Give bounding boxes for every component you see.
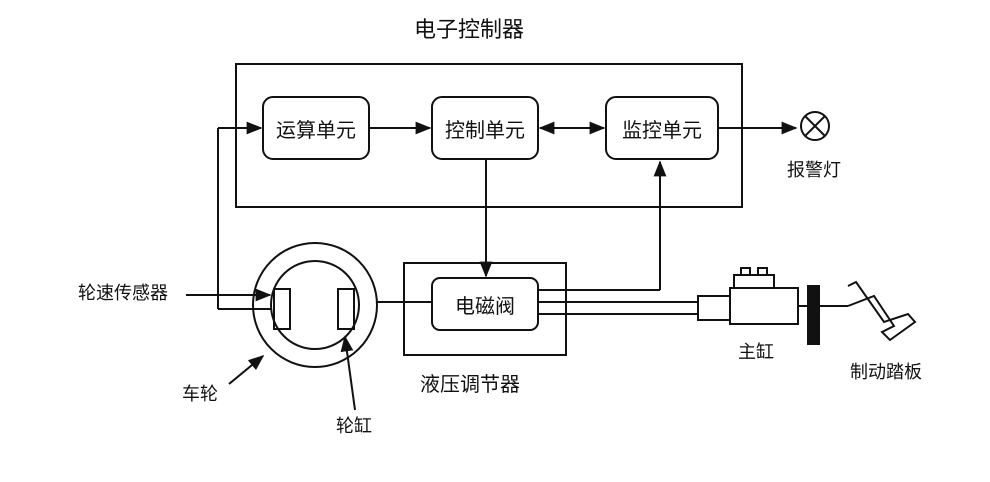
wheel-cylinder-label: 轮缸	[336, 416, 372, 437]
solenoid-label: 电磁阀	[455, 293, 515, 318]
hydraulic-regulator-label: 液压调节器	[420, 372, 520, 396]
control-unit-label: 控制单元	[445, 117, 525, 142]
controller-title: 电子控制器	[414, 18, 525, 43]
compute-unit-label: 运算单元	[276, 117, 356, 142]
monitor-unit-label: 监控单元	[622, 117, 702, 142]
wheel-icon	[252, 242, 378, 368]
master-cylinder-label: 主缸	[738, 342, 774, 363]
controller-frame	[235, 63, 743, 208]
wheel-label: 车轮	[182, 384, 218, 405]
solenoid-box	[431, 277, 539, 331]
brake-pedal-label: 制动踏板	[850, 362, 922, 383]
warning-lamp-label: 报警灯	[787, 160, 841, 181]
brake-pedal-icon	[847, 280, 917, 342]
warning-lamp-icon	[800, 111, 830, 141]
wheel-speed-sensor-label: 轮速传感器	[78, 283, 168, 304]
master-cylinder-icon	[697, 295, 731, 321]
